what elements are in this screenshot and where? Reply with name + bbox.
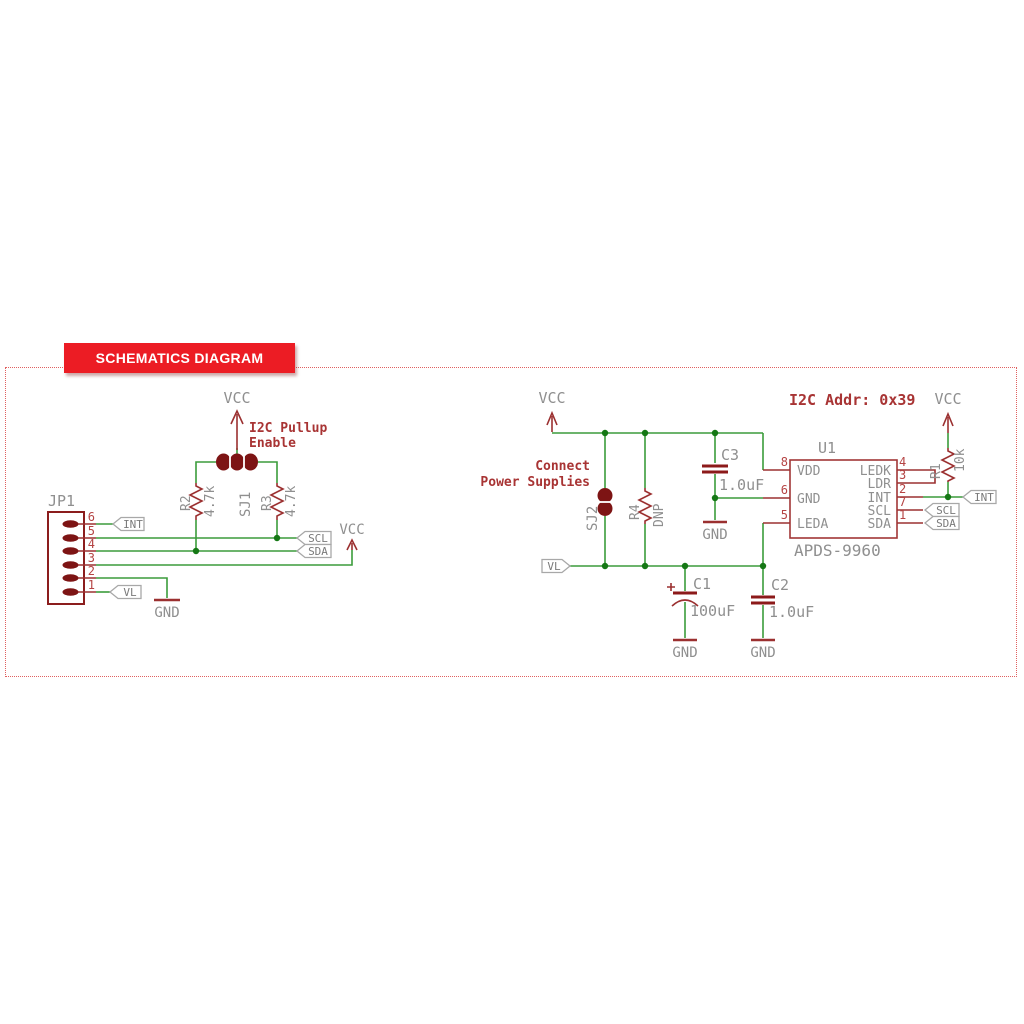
schematic-frame — [5, 367, 1017, 677]
capacitor-c1: C1 100uF — [667, 575, 735, 620]
power-flag-vcc-pullup: VCC — [934, 390, 962, 433]
power-flag-vcc-top: VCC — [223, 389, 251, 450]
capacitor-c3: C3 1.0uF — [702, 446, 764, 494]
u1-pin-number: 5 — [781, 508, 788, 522]
r2-value: 4.7k — [203, 486, 218, 517]
gnd-label: GND — [672, 645, 697, 661]
power-flag-vcc-supply: VCC — [538, 389, 566, 432]
net-tag-label: INT — [123, 518, 143, 531]
gnd-symbol-c2: GND — [750, 638, 776, 661]
r4-value: DNP — [652, 503, 667, 527]
gnd-symbol-left: GND — [154, 598, 180, 621]
c3-value: 1.0uF — [719, 476, 764, 494]
u1-pin-number: 3 — [899, 468, 906, 482]
u1-pin-name: SCL — [868, 504, 892, 519]
vcc-label: VCC — [339, 522, 364, 538]
capacitor-c2: C2 1.0uF — [751, 576, 814, 621]
vcc-label: VCC — [223, 389, 250, 407]
note-line2: Enable — [249, 436, 296, 451]
jp1-ref: JP1 — [48, 492, 75, 510]
u1-pin-number: 8 — [781, 455, 788, 469]
u1-pin-name: LEDA — [797, 517, 828, 532]
u1-pin-number: 7 — [899, 495, 906, 509]
gnd-label: GND — [702, 527, 727, 543]
net-tag-scl-right: SCL — [923, 502, 960, 518]
resistor-r3: R3 4.7k — [260, 483, 299, 520]
u1-pin-number: 2 — [899, 482, 906, 496]
jp1-pin-number: 3 — [88, 551, 95, 565]
u1-pin-number: 4 — [899, 455, 906, 469]
u1-pin-number: 1 — [899, 508, 906, 522]
c3-ref: C3 — [721, 446, 739, 464]
sj2-ref: SJ2 — [585, 506, 601, 531]
left-junction-dots — [192, 534, 281, 555]
u1-ref: U1 — [818, 439, 836, 457]
r1-ref: R1 — [929, 463, 944, 479]
net-tag-label: VL — [123, 586, 137, 599]
r3-value: 4.7k — [284, 486, 299, 517]
net-tag-label: SCL — [936, 504, 956, 517]
net-tag-label: INT — [974, 491, 994, 504]
right-junction-dots — [601, 429, 952, 570]
net-tag-label: SDA — [936, 517, 956, 530]
net-tag-vl-right: VL — [541, 558, 572, 574]
r3-ref: R3 — [260, 495, 275, 511]
u1-pin-name: GND — [797, 492, 821, 507]
net-tag-int-right: INT — [961, 489, 997, 505]
r4-ref: R4 — [628, 504, 643, 520]
u1-pin-name: LEDK — [860, 464, 891, 479]
note-line2: Power Supplies — [480, 475, 590, 490]
page-title: SCHEMATICS DIAGRAM — [95, 350, 264, 366]
c2-value: 1.0uF — [769, 603, 814, 621]
c2-ref: C2 — [771, 576, 789, 594]
u1-pin-name: LDR — [868, 477, 892, 492]
vcc-label: VCC — [934, 390, 961, 408]
jp1-pin-number: 5 — [88, 524, 95, 538]
u1-pin-name: INT — [868, 491, 892, 506]
r1-value: 10k — [953, 448, 968, 472]
gnd-symbol-c3: GND — [702, 520, 728, 543]
vcc-label: VCC — [538, 389, 565, 407]
note-i2c-pullup: I2C Pullup Enable — [249, 421, 327, 451]
u1-part-number: APDS-9960 — [794, 541, 881, 560]
solder-jumper-sj1: SJ1 — [216, 453, 258, 517]
net-tag-label: VL — [547, 560, 561, 573]
jp1-pin-number: 2 — [88, 564, 95, 578]
gnd-label: GND — [154, 605, 179, 621]
net-tag-scl-left: SCL — [295, 530, 332, 546]
u1-pin-name: SDA — [868, 517, 892, 532]
net-tag-label: SDA — [308, 545, 328, 558]
resistor-r1: R1 10k — [929, 448, 968, 482]
right-circuit: VCC Connect Power Supplies I2C Addr: 0x3… — [480, 389, 997, 661]
left-circuit: VCC I2C Pullup Enable SJ1 R2 4.7k — [47, 389, 365, 621]
jp1-pin-number: 4 — [88, 537, 95, 551]
solder-jumper-sj2: SJ2 — [585, 488, 613, 531]
note-line1: I2C Pullup — [249, 421, 327, 436]
c1-ref: C1 — [693, 575, 711, 593]
u1-pin-number: 6 — [781, 483, 788, 497]
jp1-pin-number: 1 — [88, 578, 95, 592]
gnd-symbol-c1: GND — [672, 638, 698, 661]
c1-value: 100uF — [690, 602, 735, 620]
title-banner: SCHEMATICS DIAGRAM — [64, 343, 295, 373]
net-tag-sda-left: SDA — [295, 543, 332, 559]
gnd-label: GND — [750, 645, 775, 661]
jp1-pin-number: 6 — [88, 510, 95, 524]
note-line1: Connect — [535, 459, 590, 474]
net-tag-int-left: INT — [111, 516, 145, 532]
net-tag-label: SCL — [308, 532, 328, 545]
u1-pin-name: VDD — [797, 464, 821, 479]
resistor-r2: R2 4.7k — [179, 483, 218, 520]
r2-ref: R2 — [179, 495, 194, 511]
net-tag-sda-right: SDA — [923, 515, 960, 531]
power-flag-vcc-bus: VCC — [339, 522, 365, 551]
i2c-address-note: I2C Addr: 0x39 — [789, 391, 915, 409]
sj1-ref: SJ1 — [238, 492, 254, 517]
ic-u1: U1 APDS-9960 8 6 5 4 3 2 7 1 VDD — [763, 439, 936, 560]
note-connect-power: Connect Power Supplies — [480, 459, 590, 490]
resistor-r4: R4 DNP — [628, 488, 667, 527]
connector-jp1: JP1 6 5 4 3 2 1 — [47, 492, 96, 605]
net-tag-vl-left: VL — [108, 584, 142, 600]
